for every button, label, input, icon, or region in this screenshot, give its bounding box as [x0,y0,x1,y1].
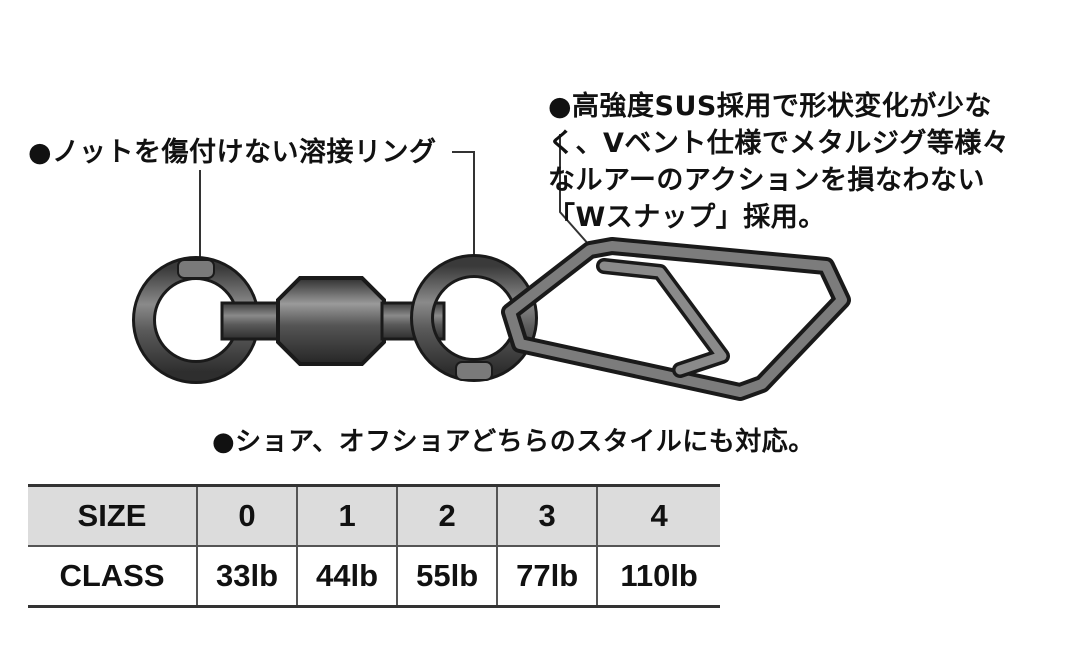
class-cell: 110lb [596,546,720,608]
size-cell: 2 [396,484,498,547]
class-cell: 77lb [496,546,598,608]
w-snap-note-line-3: なルアーのアクションを損なわない [548,165,986,196]
leader-line-snap [559,134,591,247]
size-cell: 1 [296,484,398,547]
size-header: SIZE [28,484,197,547]
size-row: SIZE 0 1 2 3 4 [28,484,720,547]
class-cell: 33lb [195,546,298,608]
class-cell: 55lb [396,546,498,608]
class-header: CLASS [28,546,197,608]
leader-line-knot [199,151,475,262]
spec-table: SIZE 0 1 2 3 4 CLASS 33lb 44lb 55lb 77lb… [28,484,720,608]
swivel-barrel [276,276,386,366]
size-cell: 0 [195,484,298,547]
size-cell: 4 [596,484,720,547]
right-welded-ring [410,254,538,382]
w-snap-note-line-2: く、Vベント仕様でメタルジグ等様々 [548,128,1010,159]
size-cell: 3 [496,484,598,547]
knot-ring-note: ●ノットを傷付けない溶接リング [28,137,437,168]
left-swivel-shaft [220,301,284,341]
class-row: CLASS 33lb 44lb 55lb 77lb 110lb [28,546,720,608]
w-snap [501,237,851,401]
style-note: ●ショア、オフショアどちらのスタイルにも対応。 [212,427,815,457]
class-cell: 44lb [296,546,398,608]
w-snap-note-line-4: 「Wスナップ」採用。 [548,202,826,233]
w-snap-note-line-1: ●高強度SUS採用で形状変化が少な [548,91,992,122]
w-snap-note: ●高強度SUS採用で形状変化が少な く、Vベント仕様でメタルジグ等様々 なルアー… [548,88,1009,236]
